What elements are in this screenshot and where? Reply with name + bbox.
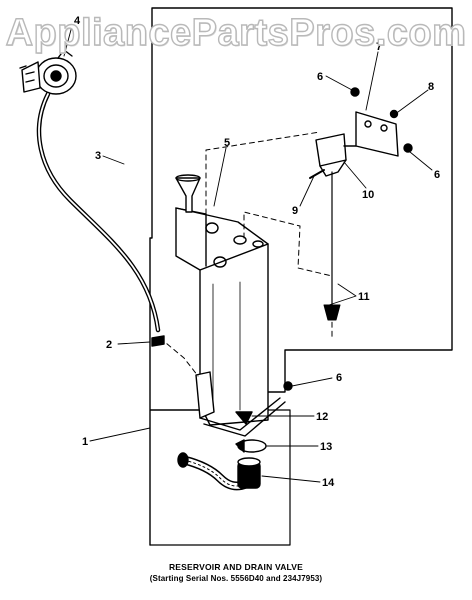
- callout-13: 13: [320, 441, 332, 453]
- pin-9: [309, 169, 325, 179]
- hose-clamp: [151, 335, 165, 347]
- callout-14: 14: [322, 477, 335, 489]
- reservoir: [175, 174, 286, 437]
- callout-9: 9: [292, 205, 298, 217]
- callout-12: 12: [316, 411, 328, 423]
- screw-6-top: [350, 87, 360, 97]
- diagram-caption-subtitle: (Starting Serial Nos. 5556D40 and 234J79…: [149, 574, 323, 583]
- callout-6-right: 6: [434, 169, 440, 181]
- callout-11: 11: [358, 291, 370, 303]
- diagram-caption-title: RESERVOIR AND DRAIN VALVE: [168, 562, 304, 572]
- valve-bracket: [315, 111, 399, 177]
- callout-6-top: 6: [317, 71, 323, 83]
- callout-2: 2: [106, 339, 112, 351]
- callout-10: 10: [362, 189, 374, 201]
- pressure-hose: [36, 91, 161, 333]
- pressure-switch: [19, 49, 77, 95]
- callout-6-lower: 6: [336, 372, 342, 384]
- leader-lines: [63, 25, 433, 483]
- callout-5: 5: [224, 137, 230, 149]
- screw-8: [389, 109, 399, 119]
- callout-3: 3: [95, 150, 101, 162]
- fitting-12: [235, 411, 253, 425]
- watermark-text: AppliancePartsPros.com: [5, 11, 467, 54]
- screw-6-lower: [283, 381, 293, 391]
- callout-1: 1: [82, 436, 88, 448]
- callout-7: 7: [376, 41, 382, 53]
- callout-8: 8: [428, 81, 434, 93]
- callout-4: 4: [74, 15, 81, 27]
- cabinet-outline-lower: [149, 409, 291, 546]
- screw-6-right: [403, 143, 413, 153]
